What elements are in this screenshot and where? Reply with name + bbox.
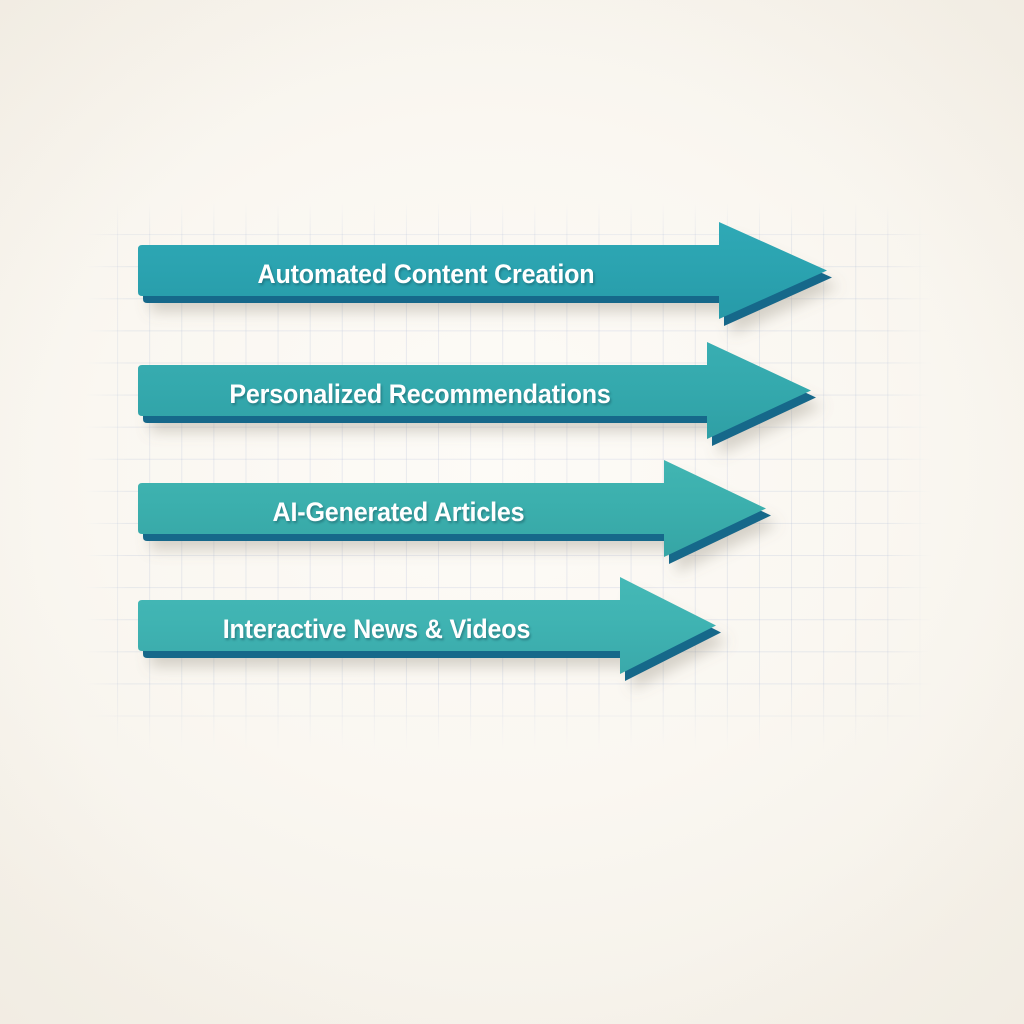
arrow-item-1[interactable]: Automated Content Creation	[133, 214, 843, 330]
arrow-shape-2	[138, 342, 816, 446]
arrow-shape-4	[138, 577, 721, 681]
arrow-shape-3	[138, 460, 771, 564]
arrow-shape-1	[138, 222, 832, 326]
arrow-item-3[interactable]: AI-Generated Articles	[133, 452, 778, 568]
arrow-item-4[interactable]: Interactive News & Videos	[133, 569, 728, 685]
arrow-face-3	[138, 460, 766, 557]
arrow-face-4	[138, 577, 716, 674]
arrow-item-2[interactable]: Personalized Recommendations	[133, 334, 823, 450]
arrow-face-2	[138, 342, 811, 439]
arrow-face-1	[138, 222, 827, 319]
